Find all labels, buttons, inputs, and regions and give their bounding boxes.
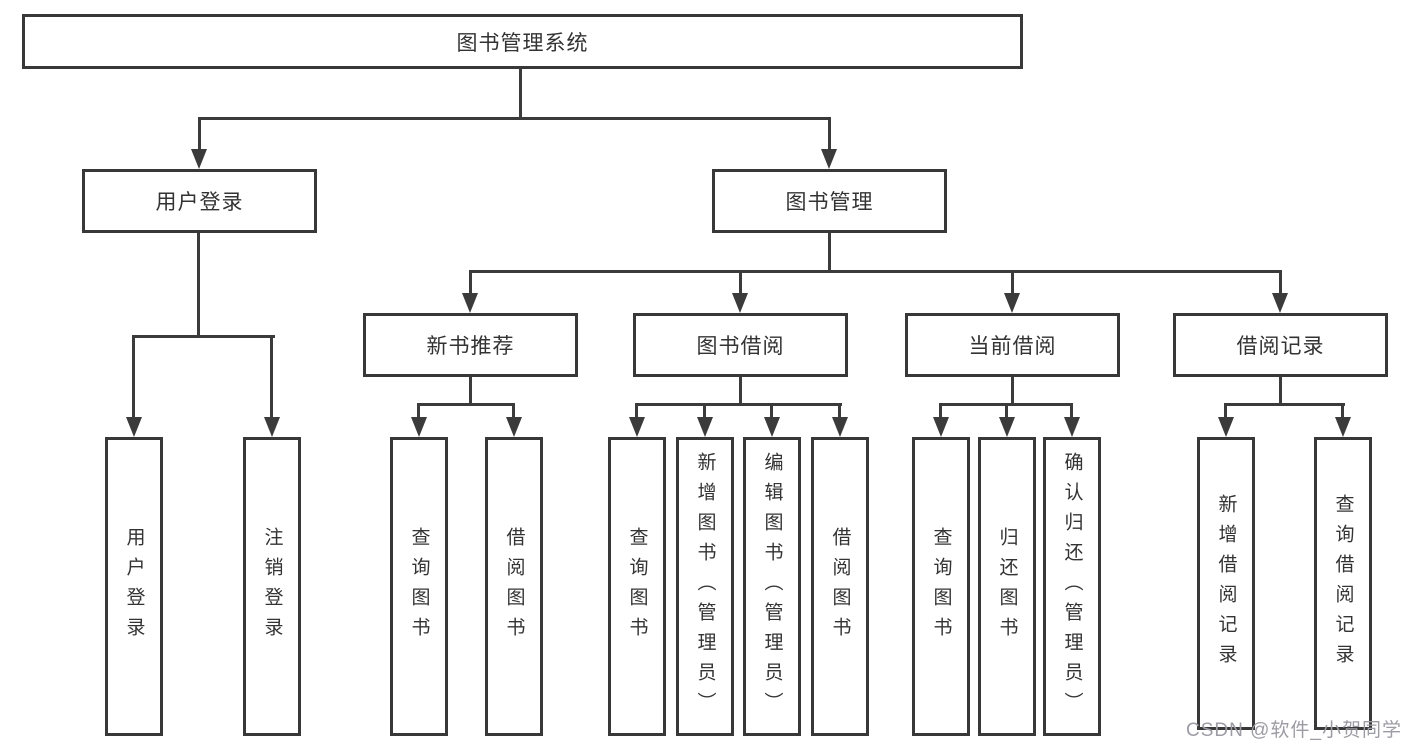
arrow-down-icon	[821, 149, 837, 169]
leaf-recommend-query-book: 查询图书	[390, 437, 448, 736]
arrow-down-icon	[999, 417, 1015, 437]
arrow-down-icon	[191, 149, 207, 169]
node-borrow-records-label: 借阅记录	[1236, 335, 1325, 358]
arrow-down-icon	[126, 417, 142, 437]
connector-g4-stem	[1279, 377, 1282, 406]
connector-g2-drop-1	[635, 403, 638, 420]
connector-user-drop-2	[270, 335, 273, 420]
node-root-label: 图书管理系统	[456, 31, 589, 55]
connector-mgmt-drop-4	[1279, 270, 1282, 296]
leaf-add-borrow-record: 新增借阅记录	[1197, 437, 1255, 730]
node-current-borrowing: 当前借阅	[905, 313, 1120, 377]
connector-g3-drop-2	[1005, 403, 1008, 420]
connector-g1-bar	[417, 403, 515, 406]
arrow-down-icon	[411, 417, 427, 437]
connector-mgmt-bar	[469, 270, 1282, 273]
connector-g4-bar	[1224, 403, 1345, 406]
node-current-borrowing-label: 当前借阅	[968, 335, 1057, 358]
arrow-down-icon	[1335, 417, 1351, 437]
node-user-login-label: 用户登录	[155, 191, 244, 214]
connector-mgmt-drop-1	[469, 270, 472, 296]
connector-g2-drop-2	[703, 403, 706, 420]
connector-user-stem	[197, 233, 200, 338]
connector-user-drop-1	[132, 335, 135, 420]
connector-g1-drop-1	[417, 403, 420, 420]
leaf-query-borrow-record-label: 查询借阅记录	[1332, 493, 1354, 674]
arrow-down-icon	[1272, 293, 1288, 313]
arrow-down-icon	[764, 417, 780, 437]
node-book-borrowing: 图书借阅	[633, 313, 848, 377]
leaf-edit-book-admin: 编辑图书（管理员）	[743, 437, 801, 736]
arrow-down-icon	[1004, 293, 1020, 313]
connector-g3-stem	[1011, 377, 1014, 406]
node-root: 图书管理系统	[22, 14, 1023, 69]
leaf-current-query-book-label: 查询图书	[930, 526, 952, 647]
connector-user-bar	[133, 335, 275, 338]
connector-root-drop-user	[198, 117, 201, 151]
connector-g4-drop-1	[1224, 403, 1227, 420]
leaf-query-borrow-record: 查询借阅记录	[1314, 437, 1372, 730]
connector-g2-drop-4	[838, 403, 841, 420]
leaf-user-login: 用户登录	[105, 437, 163, 736]
connector-mgmt-stem	[828, 233, 831, 273]
leaf-user-login-label: 用户登录	[123, 526, 145, 647]
arrow-down-icon	[832, 417, 848, 437]
leaf-borrowing-query-book-label: 查询图书	[626, 526, 648, 647]
node-book-borrowing-label: 图书借阅	[696, 335, 785, 358]
leaf-logout-label: 注销登录	[261, 526, 283, 647]
node-book-management-label: 图书管理	[785, 191, 874, 214]
connector-root-drop-mgmt	[828, 117, 831, 151]
node-user-login: 用户登录	[82, 169, 317, 233]
arrow-down-icon	[1064, 417, 1080, 437]
connector-g2-bar	[635, 403, 842, 406]
leaf-current-query-book: 查询图书	[912, 437, 970, 736]
leaf-add-book-admin: 新增图书（管理员）	[676, 437, 734, 736]
connector-root-stem	[519, 69, 522, 119]
connector-g3-drop-1	[939, 403, 942, 420]
connector-g1-stem	[469, 377, 472, 406]
node-book-management: 图书管理	[712, 169, 947, 233]
connector-g1-drop-2	[512, 403, 515, 420]
arrow-down-icon	[629, 417, 645, 437]
connector-mgmt-drop-2	[739, 270, 742, 296]
leaf-borrowing-query-book: 查询图书	[608, 437, 666, 736]
leaf-borrow-book-label: 借阅图书	[829, 526, 851, 647]
leaf-return-book-label: 归还图书	[996, 526, 1018, 647]
arrow-down-icon	[264, 417, 280, 437]
node-new-book-recommend: 新书推荐	[363, 313, 578, 377]
leaf-borrow-book: 借阅图书	[811, 437, 869, 736]
csdn-watermark: CSDN @软件_小贺同学	[1186, 720, 1402, 741]
node-new-book-recommend-label: 新书推荐	[426, 335, 515, 358]
connector-g3-drop-3	[1070, 403, 1073, 420]
arrow-down-icon	[933, 417, 949, 437]
leaf-recommend-query-book-label: 查询图书	[408, 526, 430, 647]
leaf-recommend-borrow-book-label: 借阅图书	[503, 526, 525, 647]
connector-g2-stem	[739, 377, 742, 406]
leaf-edit-book-admin-label: 编辑图书（管理员）	[761, 451, 783, 722]
leaf-add-borrow-record-label: 新增借阅记录	[1215, 493, 1237, 674]
leaf-logout: 注销登录	[243, 437, 301, 736]
leaf-add-book-admin-label: 新增图书（管理员）	[694, 451, 716, 722]
leaf-return-book: 归还图书	[978, 437, 1036, 736]
node-borrow-records: 借阅记录	[1173, 313, 1388, 377]
connector-root-bar	[198, 117, 831, 120]
leaf-confirm-return-admin-label: 确认归还（管理员）	[1061, 451, 1083, 722]
arrow-down-icon	[1218, 417, 1234, 437]
leaf-confirm-return-admin: 确认归还（管理员）	[1043, 437, 1101, 736]
arrow-down-icon	[506, 417, 522, 437]
connector-mgmt-drop-3	[1011, 270, 1014, 296]
arrow-down-icon	[697, 417, 713, 437]
leaf-recommend-borrow-book: 借阅图书	[485, 437, 543, 736]
arrow-down-icon	[462, 293, 478, 313]
connector-g2-drop-3	[770, 403, 773, 420]
connector-g4-drop-2	[1341, 403, 1344, 420]
arrow-down-icon	[732, 293, 748, 313]
